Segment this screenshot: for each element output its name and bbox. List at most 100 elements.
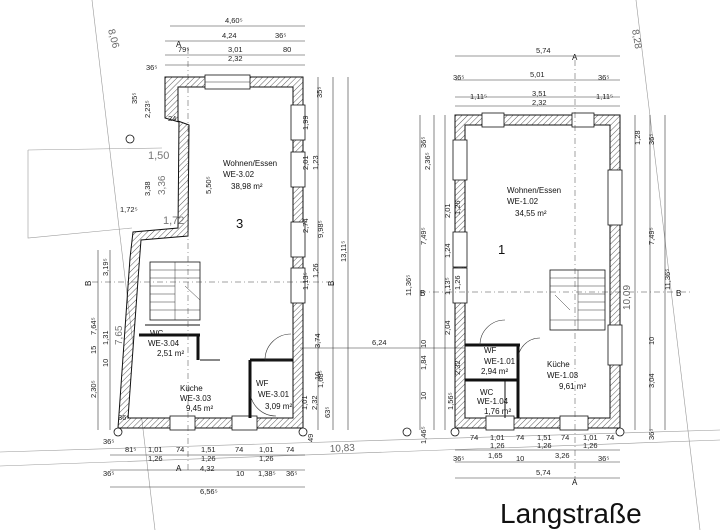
dim-label: 3,26: [555, 451, 570, 460]
dim-label: 1,51: [537, 433, 552, 442]
dim-label: 1,23: [311, 155, 320, 170]
dim-label: 1,50: [148, 150, 169, 162]
room-id: WE-3.03: [180, 394, 212, 403]
dim-label: 1,68⁵: [316, 370, 325, 388]
dim-label: 4,24: [222, 31, 237, 40]
section-mark: A: [176, 464, 182, 473]
dim-label: 1,01: [259, 445, 274, 454]
dimension-lines-left: [97, 25, 625, 488]
dim-label: 2,04: [443, 320, 452, 335]
room-name: Wohnen/Essen: [223, 159, 277, 168]
dim-label: 36⁵: [598, 73, 609, 82]
unit-3-walls: [117, 74, 306, 431]
dim-label: 5,74: [536, 468, 551, 477]
room-id: WE-1.01: [484, 357, 516, 366]
dim-label: 74: [606, 433, 614, 442]
room-area: 38,98 m²: [231, 182, 263, 191]
dim-label: 6,24: [372, 338, 387, 347]
dim-label: 36⁵: [103, 469, 114, 478]
unit-number: 1: [498, 242, 505, 257]
dim-label: 36⁵: [275, 31, 286, 40]
dim-label: 74: [176, 445, 184, 454]
section-mark: B: [676, 289, 681, 298]
dim-label: 3,51: [532, 89, 547, 98]
room-id: WE-3.02: [223, 170, 255, 179]
unit-1-walls: [452, 112, 623, 431]
dim-label: 36⁵: [453, 73, 464, 82]
dim-label: 3,38: [143, 181, 152, 196]
dim-label: 80: [283, 45, 291, 54]
dim-label: 1,46⁵: [419, 426, 428, 444]
dim-label: 10,83: [330, 443, 356, 455]
dim-label: 1,65: [488, 451, 503, 460]
dim-label: 1,26: [490, 441, 505, 450]
room-name: WF: [484, 346, 497, 355]
room-name: Küche: [547, 360, 570, 369]
room-id: WE-1.04: [477, 397, 509, 406]
dim-label: 36⁵: [146, 63, 157, 72]
dim-label: 1,13⁵: [443, 277, 452, 295]
dim-label: 36⁵: [647, 134, 656, 145]
dim-label: 1,26: [259, 454, 274, 463]
room-area: 9,61 m²: [559, 382, 586, 391]
dim-label: 35⁵: [315, 87, 324, 98]
dim-label: 10: [313, 372, 322, 380]
dim-label: 1,26: [201, 454, 216, 463]
dim-label: 2,30⁵: [89, 380, 98, 398]
dim-label: 3,74: [313, 333, 322, 348]
dimension-texts-right: 5,74 5,01 36⁵ 36⁵ 1,11⁵ 3,51 1,11⁵ 2,32 …: [404, 29, 672, 477]
unit-number: 3: [236, 216, 243, 231]
dim-label: 1,56⁵: [446, 392, 455, 410]
dim-label: 11,36⁵: [404, 275, 413, 296]
room-area: 1,76 m²: [484, 407, 511, 416]
dim-label: 36⁵: [598, 454, 609, 463]
dim-label: 4,32: [200, 464, 215, 473]
dim-label: 10,09: [622, 285, 633, 310]
dim-label: 7,65: [114, 325, 125, 345]
dim-label: 1,26: [311, 263, 320, 278]
dim-label: 9,98⁵: [316, 220, 325, 238]
dim-label: 74: [561, 433, 569, 442]
dim-label: 1,11⁵: [596, 92, 613, 101]
dim-label: 74: [286, 445, 294, 454]
dim-label: 1,72⁵: [120, 205, 138, 214]
dim-label: 15: [89, 346, 98, 354]
dim-label: 1,84: [419, 355, 428, 370]
dim-label: 35⁵: [130, 93, 139, 104]
dim-label: 7,49⁵: [647, 227, 656, 245]
dim-label: 5,74: [536, 46, 551, 55]
dim-label: 2,74: [301, 218, 310, 233]
dim-label: 1,11⁵: [470, 92, 487, 101]
dim-label: 74: [516, 433, 524, 442]
dim-label: 11,36⁵: [663, 269, 672, 290]
dim-label: 5,01: [530, 70, 545, 79]
section-mark: B: [327, 281, 336, 286]
dim-label: 1,38⁵: [258, 469, 276, 478]
section-mark: A: [572, 478, 578, 487]
dim-label: 24: [168, 114, 176, 123]
dim-label: 1,26: [453, 200, 462, 215]
dim-label: 1,01: [490, 433, 505, 442]
section-lines: A A A A B B B B: [84, 40, 690, 487]
dim-label: 36⁵: [118, 413, 129, 422]
dim-label: 1,72: [163, 215, 184, 227]
dim-label: 1,31: [101, 330, 110, 345]
dim-label: 8,06: [105, 28, 121, 50]
street-name: Langstraße: [500, 498, 642, 529]
dim-label: 2,23⁵: [143, 100, 152, 118]
dim-label: 4,60⁵: [225, 16, 243, 25]
dim-label: 79⁵: [178, 45, 189, 54]
unit-3-labels: Wohnen/Essen WE-3.02 38,98 m² 3 WC WE-3.…: [148, 159, 292, 413]
dim-label: 49: [306, 434, 315, 442]
dim-label: 74: [235, 445, 243, 454]
room-area: 2,51 m²: [157, 349, 184, 358]
dim-label: 13,11⁵: [339, 241, 348, 262]
dim-label: 7,64⁵: [89, 317, 98, 335]
dim-label: 36⁵: [453, 454, 464, 463]
room-id: WE-1.02: [507, 197, 539, 206]
dim-label: 1,13⁵: [301, 272, 310, 290]
room-name: WC: [150, 329, 164, 338]
dim-label: 1,28: [633, 130, 642, 145]
